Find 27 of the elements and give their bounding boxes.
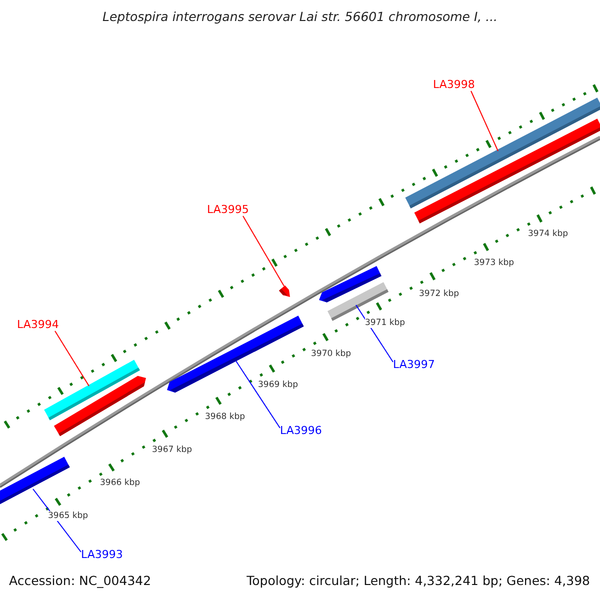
tick-label: 3967 kbp <box>152 445 192 456</box>
gene-label: LA3998 <box>433 78 475 92</box>
gene-label: LA3997 <box>393 358 435 372</box>
tick-label: 3969 kbp <box>258 380 298 390</box>
gene-bar <box>279 285 290 297</box>
map-info-text: Topology: circular; Length: 4,332,241 bp; Genes: 4,398 <box>246 573 590 588</box>
tick-label: 3966 kbp <box>100 478 140 488</box>
tick-label: 3972 kbp <box>419 289 460 300</box>
leader-line <box>236 360 280 428</box>
tick-label: 3970 kbp <box>311 349 352 360</box>
leader-line <box>242 216 284 286</box>
gene-bar <box>54 376 146 436</box>
tick-label: 3971 kbp <box>365 318 406 328</box>
leader-line <box>470 90 498 152</box>
gene-label: LA3995 <box>207 203 249 216</box>
map-title: Leptospira interrogans serovar Lai str. 56601 chromosome I, ... <box>101 9 499 24</box>
gene-label: LA3996 <box>280 424 322 438</box>
leader-line <box>54 330 90 386</box>
tick-label: 3968 kbp <box>205 412 246 422</box>
tick-label: 3974 kbp <box>528 229 568 240</box>
gene-bar <box>0 456 70 506</box>
gene-bar <box>414 118 600 224</box>
tick-label: 3973 kbp <box>474 258 514 268</box>
accession-text: Accession: NC_004342 <box>9 573 152 588</box>
gene-label: LA3994 <box>17 318 59 332</box>
tick-label: 3965 kbp <box>48 511 88 522</box>
gene-label: LA3993 <box>81 548 123 562</box>
